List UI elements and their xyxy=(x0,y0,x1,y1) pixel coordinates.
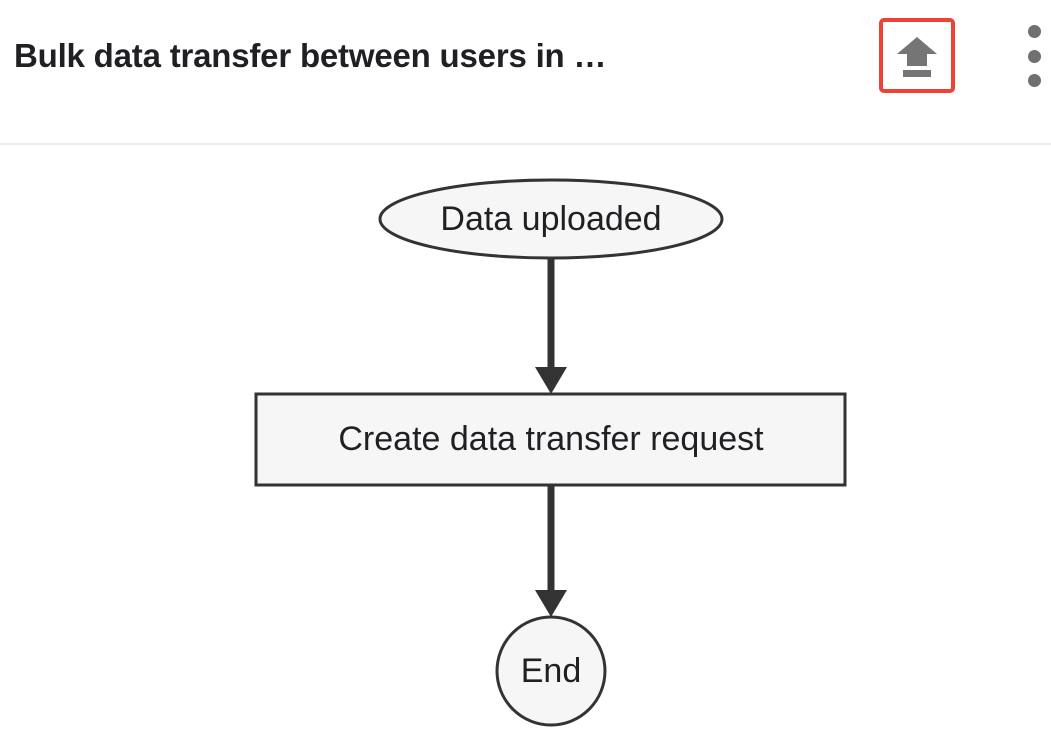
upload-icon xyxy=(894,33,940,79)
flow-edge-start-to-task xyxy=(535,258,567,394)
app-header: Bulk data transfer between users in … xyxy=(0,0,1051,145)
more-vert-icon-dot-3 xyxy=(1027,74,1041,87)
flow-node-task-label: Create data transfer request xyxy=(338,420,764,458)
more-vert-icon-dot-1 xyxy=(1027,25,1041,38)
flow-node-end-label: End xyxy=(521,652,582,690)
flow-edge-task-to-end xyxy=(535,485,567,617)
more-vert-icon-dot-2 xyxy=(1027,49,1041,63)
flow-node-start[interactable]: Data uploaded xyxy=(378,178,724,260)
upload-button[interactable] xyxy=(879,18,955,93)
flow-node-task[interactable]: Create data transfer request xyxy=(254,392,847,487)
page-title: Bulk data transfer between users in … xyxy=(14,37,607,74)
flow-node-end[interactable]: End xyxy=(495,615,607,727)
flow-node-start-label: Data uploaded xyxy=(440,200,661,238)
flowchart-canvas[interactable]: Data uploaded Create data transfer reque… xyxy=(0,145,1051,735)
more-options-button[interactable] xyxy=(1021,25,1047,87)
